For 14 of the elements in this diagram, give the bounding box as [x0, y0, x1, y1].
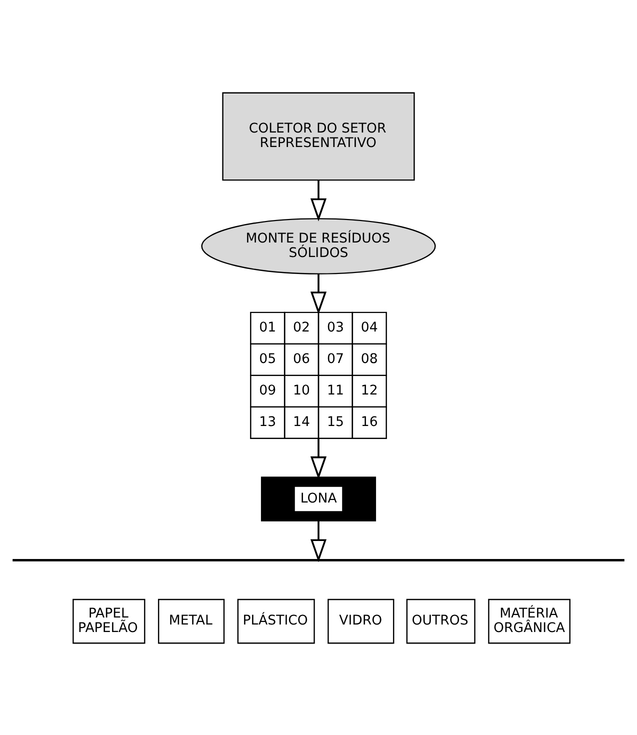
node-box: PAPEL PAPELÃO: [72, 598, 146, 644]
arrow: [310, 438, 327, 479]
node-box: PLÁSTICO: [237, 598, 315, 644]
node-box: METAL: [158, 598, 225, 644]
node-box: LONA: [260, 476, 376, 521]
node-box: VIDRO: [328, 598, 394, 644]
node-bar: [12, 558, 624, 561]
node-box: OUTROS: [406, 598, 476, 644]
node-ellipse: MONTE DE RESÍDUOS SÓLIDOS: [201, 218, 436, 274]
arrow: [310, 520, 327, 562]
node-box: MATÉRIA ORGÂNICA: [488, 598, 570, 644]
arrow: [310, 180, 327, 221]
arrow: [310, 273, 327, 314]
node-box: COLETOR DO SETOR REPRESENTATIVO: [222, 92, 415, 180]
